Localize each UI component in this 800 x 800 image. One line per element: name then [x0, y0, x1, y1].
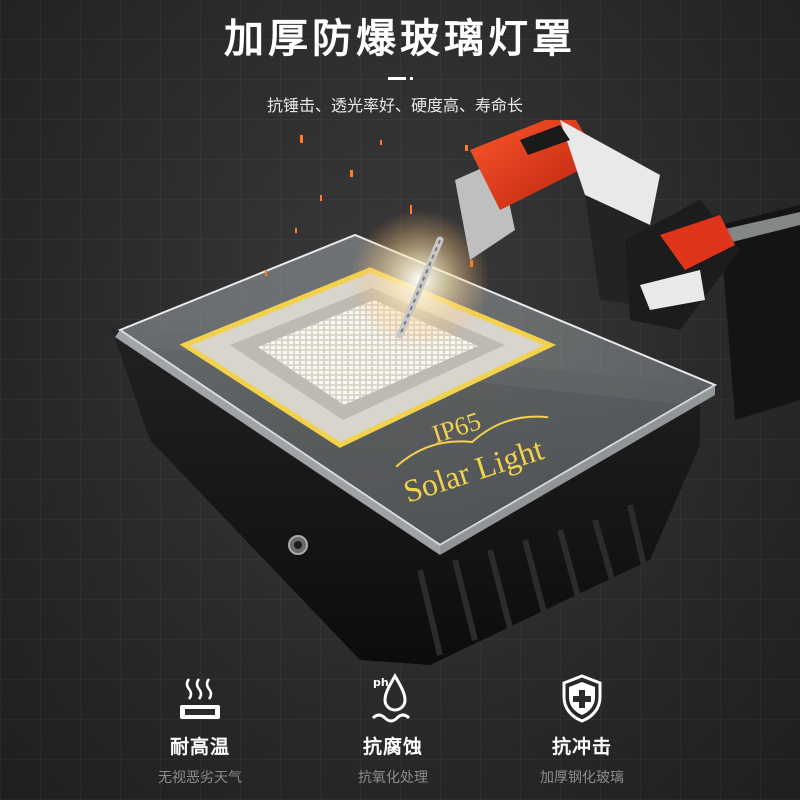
feature-name: 抗冲击 — [551, 736, 612, 758]
page-title: 加厚防爆玻璃灯罩 — [224, 16, 576, 62]
feature-desc: 无视恶劣天气 — [158, 770, 242, 786]
svg-text:ph: ph — [373, 676, 389, 689]
page-subtitle: 抗锤击、透光率好、硬度高、寿命长 — [266, 96, 523, 115]
feature-corrosion-resistance: ph 抗腐蚀 抗氧化处理 — [308, 670, 478, 787]
heat-resistance-icon — [115, 670, 285, 726]
secondary-light — [712, 205, 800, 420]
ph-drop-icon: ph — [308, 670, 478, 726]
shield-plus-icon — [497, 670, 667, 726]
sparks — [265, 135, 473, 276]
power-drill — [396, 120, 740, 339]
product-scene: IP65 Solar Light — [110, 120, 800, 665]
feature-desc: 加厚钢化玻璃 — [540, 770, 624, 786]
feature-name: 耐高温 — [169, 736, 230, 758]
feature-desc: 抗氧化处理 — [358, 770, 428, 786]
feature-list: 耐高温 无视恶劣天气 ph 抗腐蚀 抗氧化处理 — [0, 670, 800, 800]
title-divider — [0, 68, 800, 87]
feature-name: 抗腐蚀 — [362, 736, 423, 758]
feature-heat-resistance: 耐高温 无视恶劣天气 — [115, 670, 285, 787]
feature-impact-resistance: 抗冲击 加厚钢化玻璃 — [497, 670, 667, 787]
